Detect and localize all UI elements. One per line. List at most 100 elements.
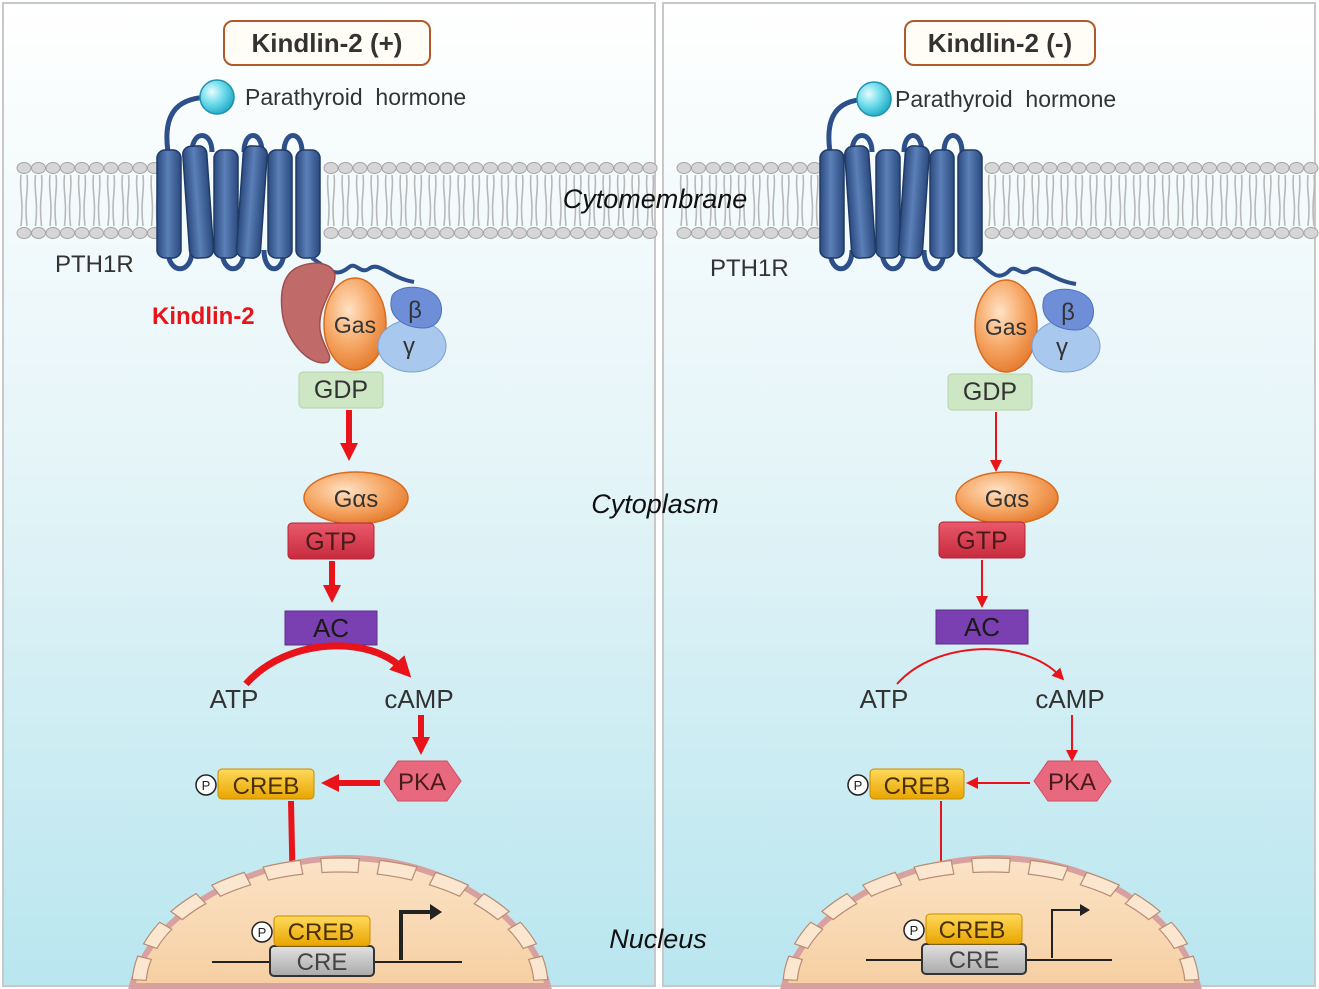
left-ac-label: AC (313, 613, 349, 643)
lipid-tail (1205, 174, 1214, 227)
lipid-head (118, 227, 133, 239)
nuclear-envelope-segment (507, 921, 538, 950)
left-nuclear-phospho-label: P (258, 925, 267, 940)
lipid-head (425, 162, 440, 174)
left-pka-label: PKA (398, 769, 446, 796)
lipid-head (1071, 162, 1087, 174)
left-panel: Kindlin-2 (+) Parathyroid hormone PTH1R … (2, 2, 658, 989)
lipid-tail (1161, 174, 1171, 227)
lipid-head (132, 227, 148, 239)
lipid-head (381, 162, 397, 174)
lipid-tail (631, 174, 640, 227)
lipid-head (132, 162, 148, 174)
lipid-head (1274, 227, 1290, 239)
lipid-tail (708, 174, 718, 227)
nuclear-envelope-segment (428, 871, 470, 897)
lipid-head (512, 162, 527, 174)
lipid-tail (399, 174, 408, 227)
lipid-head (984, 162, 1000, 174)
left-pth1r-receptor-icon (156, 133, 415, 284)
nuclear-envelope-segment (473, 892, 511, 921)
lipid-head (1129, 227, 1145, 239)
lipid-head (705, 162, 721, 174)
lipid-head (16, 162, 32, 174)
lipid-tail (106, 174, 116, 227)
lipid-tail (1292, 174, 1301, 227)
lipid-head (1202, 227, 1217, 239)
lipid-head (410, 162, 426, 174)
lipid-head (642, 227, 658, 239)
lipid-tail (1306, 174, 1316, 227)
lipid-head (555, 227, 571, 239)
lipid-head (541, 162, 556, 174)
lipid-tail (1234, 174, 1243, 227)
lipid-head (1187, 227, 1203, 239)
right-panel: Kindlin-2 (-) Parathyroid hormone PTH1R … (662, 2, 1319, 989)
lipid-head (1216, 162, 1232, 174)
lipid-head (352, 162, 368, 174)
right-beta-label: β (1061, 299, 1075, 326)
lipid-tail (1219, 174, 1229, 227)
lipid-tail (341, 174, 350, 227)
lipid-tail (135, 174, 145, 227)
lipid-head (734, 227, 750, 239)
lipid-tail (766, 174, 776, 227)
lipid-tail (1016, 174, 1026, 227)
lipid-head (984, 227, 1000, 239)
lipid-head (1028, 162, 1043, 174)
lipid-tail (573, 174, 582, 227)
lipid-head (1129, 162, 1145, 174)
lipid-head (367, 227, 382, 239)
lipid-tail (1248, 174, 1258, 227)
lipid-head (1086, 227, 1101, 239)
lipid-head (352, 227, 368, 239)
nucleus-label: Nucleus (609, 924, 707, 954)
lipid-head (1057, 162, 1072, 174)
left-membrane-right (323, 162, 658, 239)
right-gdp-box (947, 373, 1033, 411)
lipid-head (1303, 227, 1319, 239)
right-camp-label: cAMP (1035, 684, 1104, 714)
lipid-head (749, 227, 764, 239)
lipid-head (118, 162, 133, 174)
left-cre-label: CRE (297, 949, 348, 976)
lipid-head (483, 227, 498, 239)
lipid-head (31, 227, 46, 239)
nuclear-envelope-segment (913, 859, 955, 881)
left-gdp-label: GDP (314, 376, 368, 404)
lipid-tail (1060, 174, 1069, 227)
right-gtp-label: GTP (956, 527, 1007, 555)
left-transcription-start-icon (399, 910, 430, 960)
lipid-head (1042, 227, 1058, 239)
left-title-box (223, 20, 431, 66)
lipid-head (1245, 162, 1261, 174)
lipid-head (734, 162, 750, 174)
lipid-head (1260, 227, 1275, 239)
lipid-tail (326, 174, 336, 227)
lipid-tail (48, 174, 58, 227)
lipid-head (642, 162, 658, 174)
lipid-head (103, 162, 119, 174)
lipid-head (1231, 227, 1246, 239)
right-title: Kindlin-2 (-) (928, 28, 1072, 58)
right-arrow-atp-to-camp (896, 648, 1065, 685)
lipid-tail (121, 174, 130, 227)
lipid-tail (1118, 174, 1127, 227)
nuclear-envelope-segment (861, 871, 903, 897)
lipid-tail (486, 174, 495, 227)
left-gamma-label: γ (403, 333, 415, 360)
lipid-head (1158, 162, 1174, 174)
lipid-tail (781, 174, 790, 227)
left-creb-label: CREB (233, 773, 300, 800)
right-phospho-label: P (854, 778, 863, 793)
lipid-head (584, 227, 600, 239)
lipid-tail (1002, 174, 1011, 227)
lipid-head (338, 162, 353, 174)
left-creb-box (217, 768, 315, 800)
lipid-tail (1190, 174, 1200, 227)
left-nuclear-creb-label: CREB (288, 919, 355, 946)
lipid-head (720, 162, 735, 174)
lipid-head (999, 162, 1014, 174)
left-parathyroid-hormone-icon (199, 79, 235, 115)
lipid-head (1028, 227, 1043, 239)
